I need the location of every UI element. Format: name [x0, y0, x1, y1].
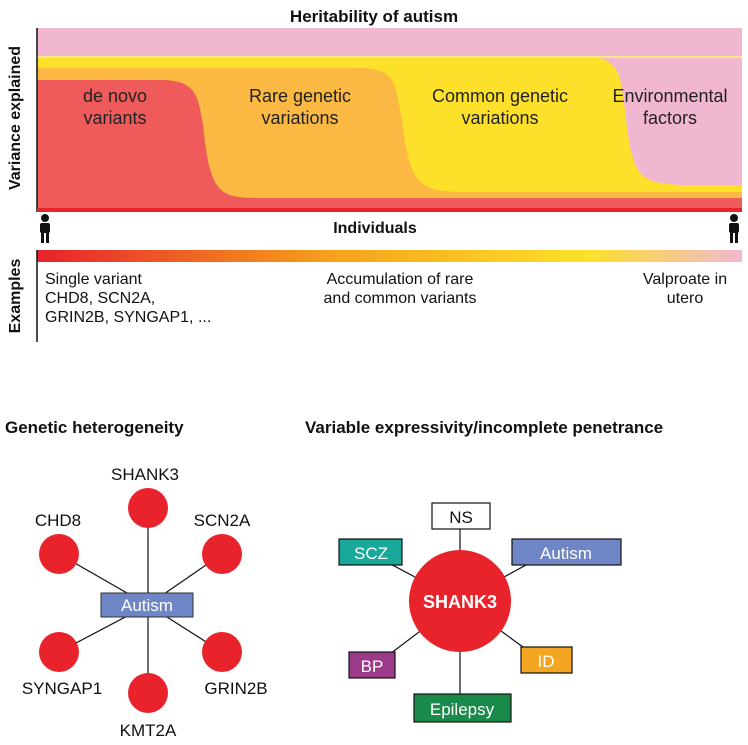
condition-label-autism: Autism	[540, 544, 592, 563]
example-valproate: Valproate in utero	[642, 271, 728, 307]
gene-label-grin2b: GRIN2B	[204, 679, 267, 698]
gene-node-grin2b	[202, 632, 242, 672]
condition-label-bp: BP	[361, 657, 384, 676]
gene-label-shank3: SHANK3	[111, 465, 179, 484]
gene-node-kmt2a	[128, 673, 168, 713]
y-axis-label: Variance explained	[7, 46, 24, 190]
person-icon-left	[40, 214, 50, 243]
gene-label-chd8: CHD8	[35, 511, 81, 530]
heterogeneity-center-label: Autism	[121, 596, 173, 615]
gene-node-chd8	[39, 534, 79, 574]
gene-node-syngap1	[39, 632, 79, 672]
condition-box-id	[520, 646, 573, 674]
condition-label-scz: SCZ	[354, 544, 388, 563]
condition-label-id: ID	[538, 652, 555, 671]
condition-box-ns	[431, 502, 491, 530]
rare-genetic-band	[37, 68, 742, 210]
person-icon-right	[729, 214, 739, 243]
shank3-center-node	[409, 550, 511, 652]
condition-box-scz	[338, 538, 403, 566]
gene-label-syngap1: SYNGAP1	[22, 679, 102, 698]
condition-box-bp	[348, 651, 396, 679]
heterogeneity-diagram: SHANK3 SCN2A GRIN2B KMT2A SYNGAP1 CHD8 A…	[22, 465, 268, 740]
examples-gradient-bar	[37, 250, 742, 262]
condition-label-ns: NS	[449, 508, 473, 527]
gene-label-scn2a: SCN2A	[194, 511, 251, 530]
gene-label-kmt2a: KMT2A	[120, 721, 177, 740]
gene-node-shank3	[128, 488, 168, 528]
condition-label-epilepsy: Epilepsy	[430, 700, 495, 719]
gene-node-scn2a	[202, 534, 242, 574]
example-accumulation: Accumulation of rare and common variants	[323, 271, 477, 307]
heterogeneity-title: Genetic heterogeneity	[5, 418, 184, 437]
expressivity-title: Variable expressivity/incomplete penetra…	[305, 418, 664, 437]
condition-box-autism	[511, 538, 622, 566]
heritability-title: Heritability of autism	[289, 7, 459, 26]
heterogeneity-center-box	[100, 592, 194, 618]
x-axis-label: Individuals	[333, 220, 417, 237]
de-novo-band	[37, 80, 742, 210]
expressivity-center-label: SHANK3	[423, 592, 497, 612]
condition-box-epilepsy	[413, 693, 512, 723]
examples-label: Examples	[7, 259, 24, 334]
expressivity-diagram: SHANK3 NS Autism ID Epilepsy BP SCZ	[338, 502, 622, 723]
example-single-variant: Single variant CHD8, SCN2A, GRIN2B, SYNG…	[45, 271, 212, 326]
